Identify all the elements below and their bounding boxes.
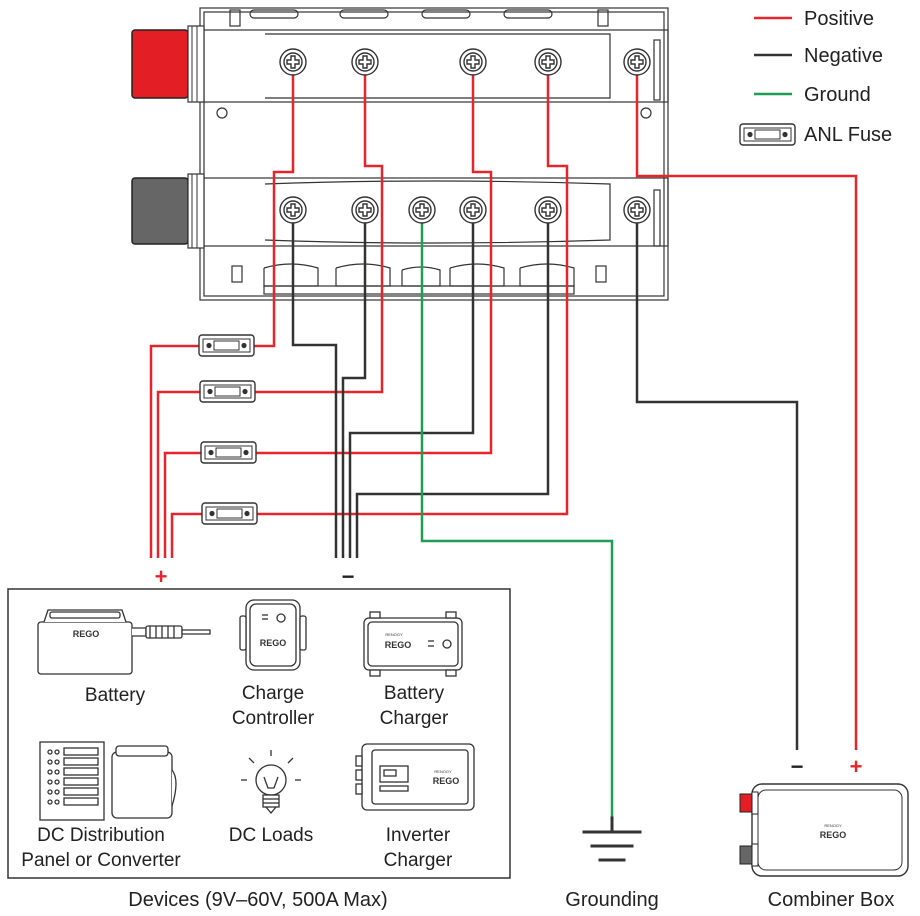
dc-loads-label: DC Loads (229, 825, 314, 846)
charge-controller-icon (239, 599, 307, 671)
devices-minus-sign: − (342, 564, 355, 589)
inverter-charger-brand: REGO (433, 776, 460, 786)
anl-fuse-icon (200, 441, 257, 464)
legend-positive-label: Positive (804, 8, 874, 30)
light-bulb-icon (241, 750, 301, 815)
negative-wires (291, 210, 799, 750)
legend: Positive Negative Ground ANL Fuse (739, 8, 892, 146)
devices-box (7, 588, 511, 879)
busbar-unit (199, 7, 669, 301)
combiner-minus-sign: − (791, 754, 804, 779)
inverter-charger-icon (355, 743, 475, 811)
devices-caption: Devices (9V–60V, 500A Max) (128, 889, 387, 911)
ground-wire (420, 210, 614, 818)
combiner-brand: REGO (820, 830, 847, 840)
ground-symbol-icon (582, 816, 642, 862)
anl-fuses (198, 334, 258, 525)
battery-charger-maker: RENOGY (385, 632, 403, 637)
legend-negative-label: Negative (804, 45, 883, 67)
positive-wires (149, 62, 858, 750)
battery-label: Battery (85, 685, 146, 706)
combiner-box-icon (739, 783, 909, 877)
charge-controller-brand: REGO (260, 638, 287, 648)
combiner-maker: RENOGY (824, 823, 842, 828)
dc-distribution-icon (39, 741, 177, 821)
battery-charger-brand: REGO (385, 640, 412, 650)
anl-fuse-icon (198, 334, 255, 357)
legend-fuse-label: ANL Fuse (804, 124, 892, 146)
busbar-screws (279, 48, 651, 224)
grounding-caption: Grounding (565, 889, 658, 911)
legend-fuse-icon (739, 123, 796, 146)
anl-fuse-icon (201, 502, 258, 525)
combiner-caption: Combiner Box (768, 889, 895, 911)
devices-plus-sign: + (155, 564, 168, 589)
inverter-charger-maker: RENOGY (434, 769, 452, 774)
legend-ground-label: Ground (804, 84, 871, 106)
battery-charger-icon (363, 611, 463, 677)
battery-icon (37, 609, 211, 675)
combiner-plus-sign: + (850, 754, 863, 779)
battery-brand: REGO (73, 629, 100, 639)
positive-terminal (131, 25, 205, 103)
negative-terminal (131, 173, 205, 249)
anl-fuse-icon (199, 380, 256, 403)
